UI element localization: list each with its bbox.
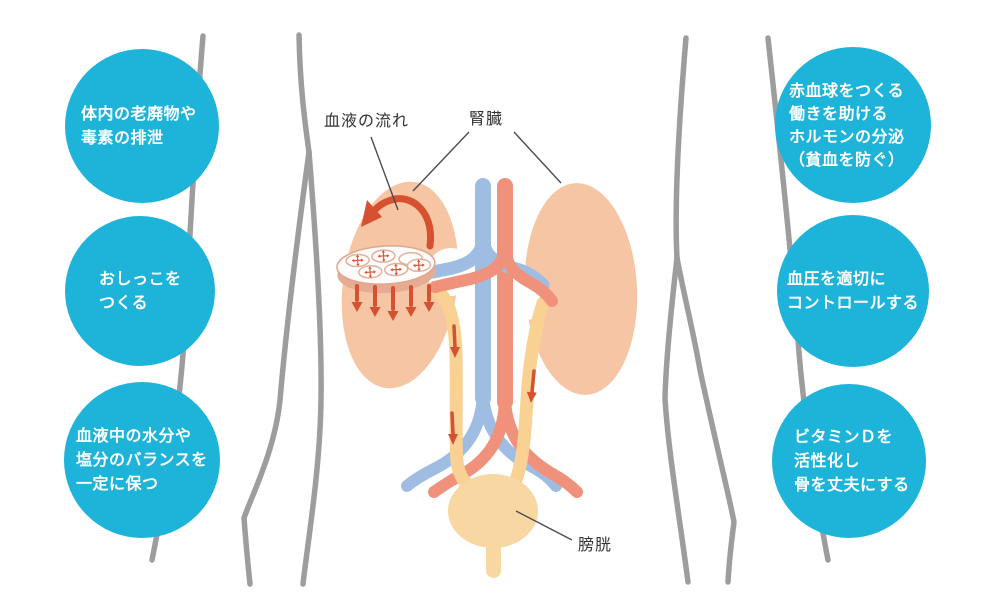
function-circle-vitamin-d: ビタミンＤを 活性化し 骨を丈夫にする	[772, 384, 926, 538]
function-text-line: 血圧を適切に	[787, 269, 887, 288]
body-line-right-arm-b	[674, 255, 737, 585]
kidney-leader-right	[513, 131, 562, 184]
function-text-line: 赤血球をつくる	[789, 81, 905, 100]
body-line-right-arm-a	[662, 255, 691, 585]
function-text-line: 体内の老廃物や	[81, 104, 197, 123]
function-text-line: おしっこを	[99, 269, 182, 288]
function-circle-waste-excretion: 体内の老廃物や 毒素の排泄	[65, 49, 219, 203]
function-text-line: 血液中の水分や	[76, 426, 192, 445]
function-circle-water-salt-balance: 血液中の水分や 塩分のバランスを 一定に保つ	[64, 382, 220, 538]
ureters	[427, 282, 550, 498]
left-ureter	[427, 282, 482, 498]
body-line-left-arm-a	[241, 149, 312, 587]
function-text-line: 活性化し	[794, 451, 861, 470]
function-text-line: （貧血を防ぐ）	[789, 150, 905, 169]
bladder-leader	[515, 510, 573, 541]
function-circle-erythropoietin: 赤血球をつくる 働きを助ける ホルモンの分泌 （貧血を防ぐ）	[775, 47, 931, 203]
body-line-right-arm-upper	[673, 35, 689, 261]
function-text-line: 骨を丈夫にする	[794, 475, 910, 494]
function-text-line: コントロールする	[787, 293, 920, 312]
function-text-line: ビタミンＤを	[794, 427, 894, 446]
body-line-left-arm-upper	[296, 32, 312, 155]
function-text-line: つくる	[99, 293, 149, 312]
right-kidney	[502, 183, 638, 395]
function-text-line: 働きを助ける	[789, 104, 889, 123]
function-text-line: 毒素の排泄	[81, 128, 164, 147]
label-blood-flow: 血液の流れ	[324, 111, 410, 130]
function-circle-blood-pressure: 血圧を適切に コントロールする	[777, 215, 929, 367]
body-line-left-arm-b	[300, 149, 324, 587]
renal-vessel-branches	[426, 233, 558, 307]
glomerulus-filter-disc	[336, 245, 436, 294]
function-text-line: 一定に保つ	[76, 474, 159, 493]
filtrate-down-arrows	[351, 284, 435, 321]
kidney-leader-left	[412, 131, 470, 192]
function-text-line: ホルモンの分泌	[789, 127, 905, 146]
blood-flow-leader	[370, 136, 399, 211]
label-kidney: 腎臓	[469, 109, 504, 128]
right-ureter	[506, 296, 550, 495]
blood-flow-arrow	[361, 195, 434, 250]
label-leader-lines	[370, 131, 573, 541]
function-text-line: 塩分のバランスを	[76, 450, 208, 469]
bladder-shape	[448, 474, 538, 578]
label-bladder: 膀胱	[578, 535, 613, 554]
urine-flow-arrows	[448, 324, 537, 445]
function-circle-make-urine: おしっこを つくる	[65, 216, 215, 366]
